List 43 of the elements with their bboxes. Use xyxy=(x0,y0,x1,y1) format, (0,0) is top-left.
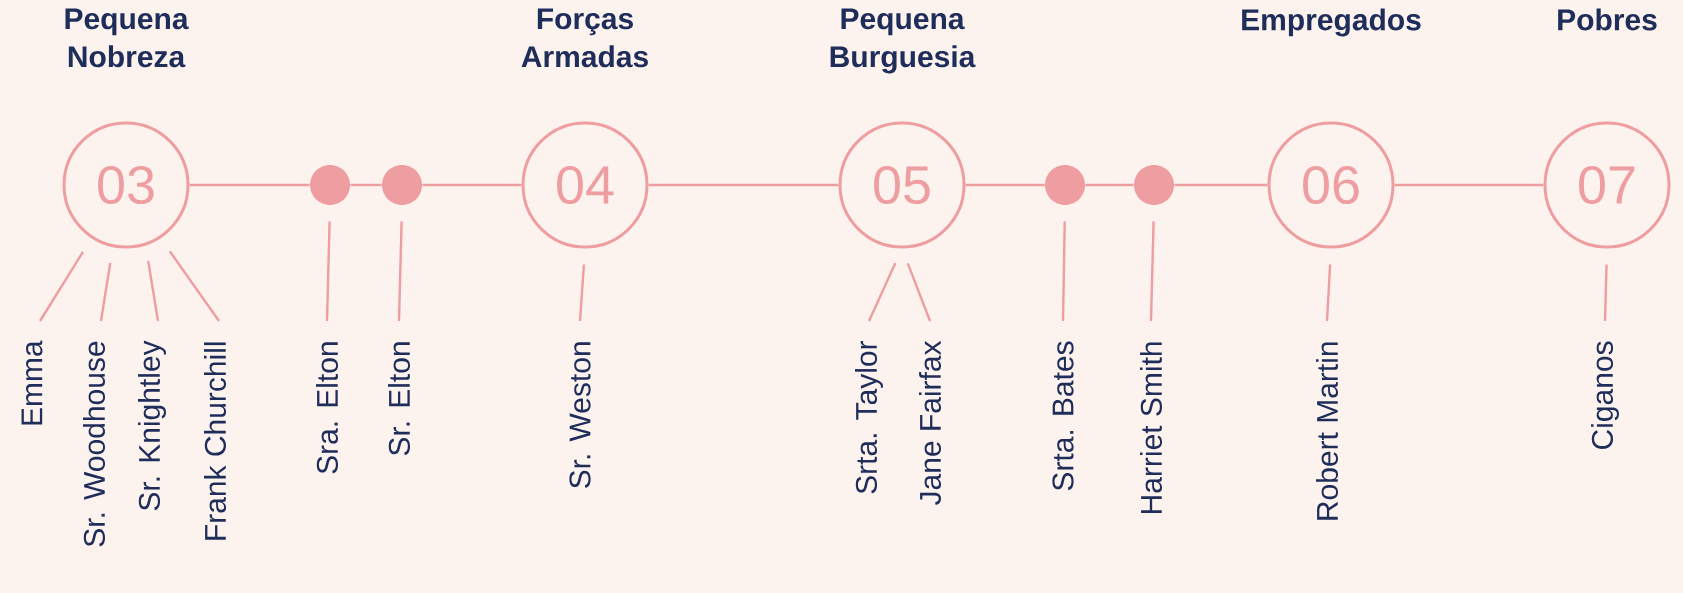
category-heading: Pequena Burguesia xyxy=(830,8,976,74)
name-label: Sr. Knightley xyxy=(138,340,166,511)
leader-line xyxy=(1061,221,1066,322)
timeline-line xyxy=(965,183,1045,187)
name-label: Sra. Elton xyxy=(316,342,338,474)
timeline-dot xyxy=(382,165,422,205)
leader-line xyxy=(1325,264,1332,322)
name-label: Sr. Elton xyxy=(388,342,410,456)
leader-line xyxy=(397,221,403,322)
name-label: Robert Martin xyxy=(1316,342,1338,520)
leader-line xyxy=(99,262,112,322)
timeline-line xyxy=(189,183,310,187)
leader-line xyxy=(147,260,160,322)
name-label: Ciganos xyxy=(1591,341,1619,449)
leader-line xyxy=(578,264,586,322)
category-heading: Pobres xyxy=(1558,8,1657,31)
leader-line xyxy=(906,263,932,322)
name-label: Sr. Weston xyxy=(569,342,591,488)
timeline-line xyxy=(648,183,839,187)
leader-line xyxy=(1603,264,1608,322)
category-heading: Pequena Nobreza xyxy=(65,8,189,68)
timeline-line xyxy=(422,183,522,187)
leader-line xyxy=(867,262,897,322)
timeline-dot xyxy=(1045,165,1085,205)
timeline-line xyxy=(350,183,382,187)
name-label: Srta. Bates xyxy=(1052,341,1074,491)
category-heading: Empregados xyxy=(1242,8,1421,37)
timeline-dot xyxy=(1134,165,1174,205)
timeline-dot xyxy=(310,165,350,205)
leader-line xyxy=(39,251,84,322)
name-label: Jane Fairfax xyxy=(919,340,941,505)
timeline-line xyxy=(1085,183,1134,187)
name-label: Frank Churchill xyxy=(204,342,226,540)
category-heading: Forças Armadas xyxy=(521,8,648,68)
name-label: Sr. Woodhouse xyxy=(83,341,105,547)
leader-line xyxy=(325,221,331,322)
leader-line xyxy=(1149,221,1155,322)
name-label: Emma xyxy=(21,340,43,425)
timeline-line xyxy=(1174,183,1268,187)
name-label: Srta. Taylor xyxy=(855,340,883,494)
timeline-line xyxy=(1394,183,1544,187)
leader-line xyxy=(168,250,220,322)
name-label: Harriet Smith xyxy=(1140,342,1162,513)
